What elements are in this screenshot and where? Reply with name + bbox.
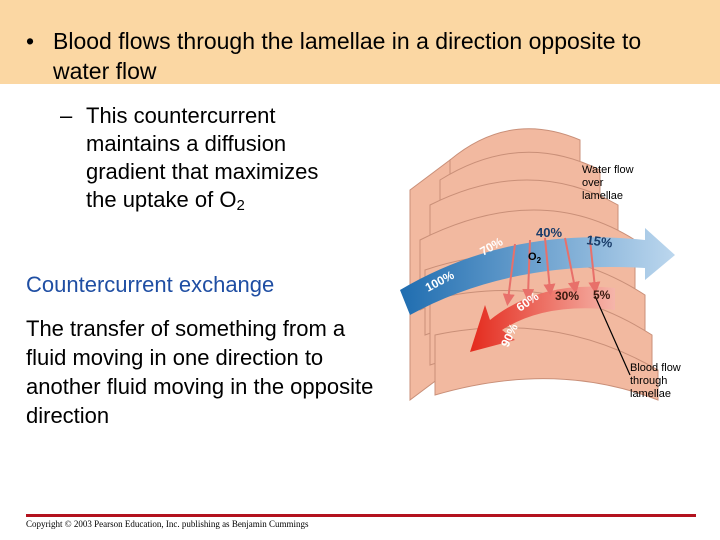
bullet-main-text: Blood flows through the lamellae in a di… (53, 28, 642, 84)
sub-bullet-marker: – (60, 103, 73, 128)
bullet-main: • Blood flows through the lamellae in a … (26, 26, 696, 86)
blood-flow-label-line-2: through (630, 375, 668, 387)
water-flow-label-line-1: Water flow (582, 164, 634, 176)
blood-flow-label: Blood flow through lamellae (630, 362, 681, 401)
sub-bullet: – This countercurrent maintains a diffus… (60, 102, 320, 214)
water-flow-arrow (400, 228, 675, 315)
water-percent-4: 15% (586, 232, 614, 251)
definition-text: The transfer of something from a fluid m… (26, 316, 374, 428)
section-title: Countercurrent exchange (26, 272, 275, 297)
bullet-marker: • (26, 28, 35, 54)
water-flow-label-line-3: lamellae (582, 190, 623, 202)
water-percent-3: 40% (536, 225, 562, 240)
blood-percent-4: 5% (593, 288, 611, 302)
copyright-notice: Copyright © 2003 Pearson Education, Inc.… (26, 519, 309, 529)
o2-diffusion-arrows (502, 237, 601, 306)
blood-flow-label-line-3: lamellae (630, 388, 671, 400)
slide-header-band (0, 0, 720, 84)
water-flow-label-line-2: over (582, 177, 604, 189)
countercurrent-diagram: 100% 70% 40% 15% O2 90% 60% 30% 5% Water… (390, 120, 700, 425)
blood-percent-3: 30% (555, 289, 579, 303)
o2-label: O2 (528, 251, 542, 265)
water-flow-label: Water flow over lamellae (582, 164, 634, 203)
sub-bullet-text: This countercurrent maintains a diffusio… (86, 103, 319, 212)
blood-flow-label-line-1: Blood flow (630, 362, 681, 374)
footer-rule (26, 514, 696, 517)
gill-lamellae-illustration: 100% 70% 40% 15% O2 90% 60% 30% 5% (400, 128, 675, 401)
sub-bullet-subscript: 2 (236, 197, 245, 214)
blood-flow-arrow (470, 286, 615, 352)
sub-bullet-body: This countercurrent maintains a diffusio… (60, 102, 320, 214)
blood-label-pointer (594, 295, 631, 376)
